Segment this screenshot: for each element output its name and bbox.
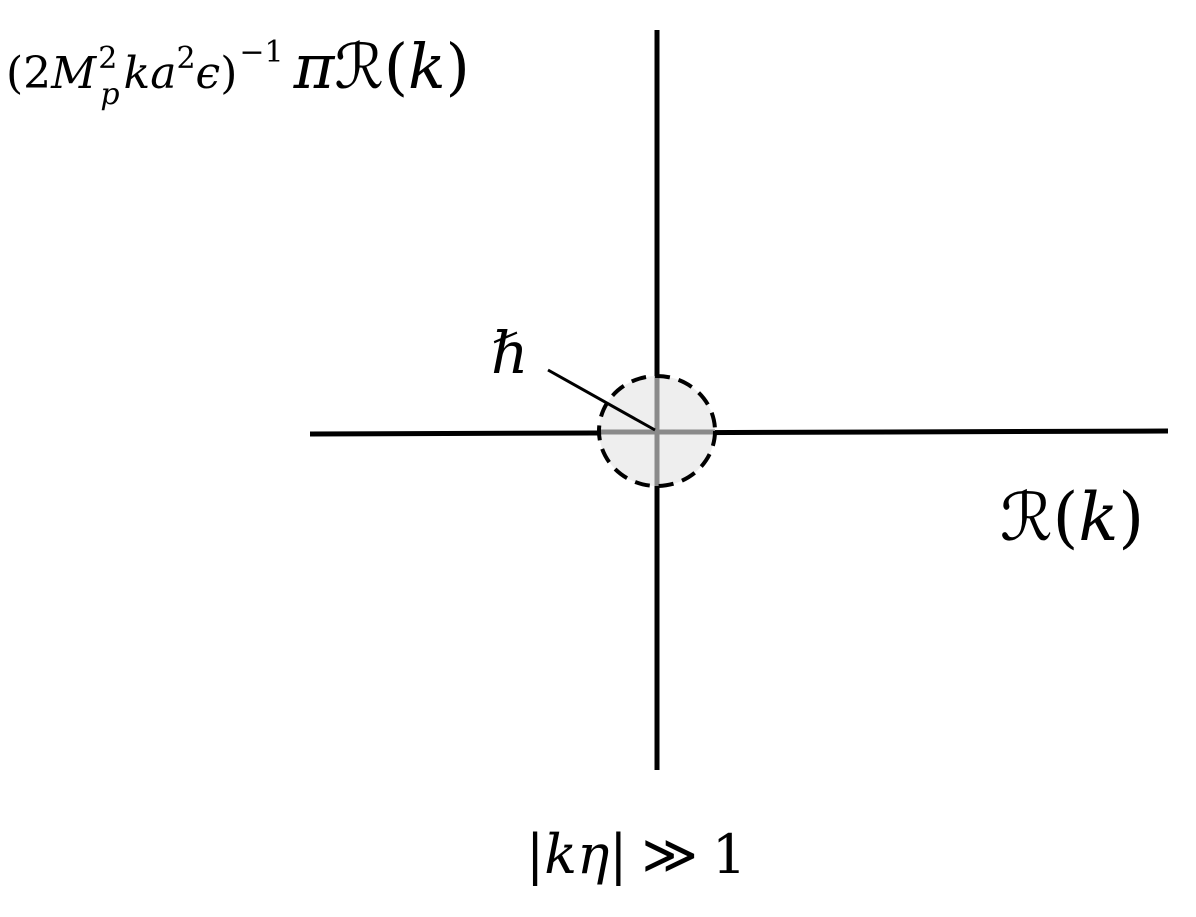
- x-label-arg-close: ): [1118, 479, 1144, 556]
- y-label-R: ℛ: [334, 30, 383, 103]
- y-label-close: ): [220, 48, 237, 99]
- y-label-exponent: −1: [239, 35, 283, 70]
- y-label-k: k: [124, 48, 151, 99]
- hbar-label: ℏ: [491, 319, 528, 387]
- y-label-arg-k: k: [408, 30, 446, 103]
- caption-eta: η: [577, 823, 609, 886]
- regime-caption: |kη|≫1: [526, 823, 746, 886]
- y-label-epsilon: ϵ: [196, 48, 221, 99]
- x-label-R: ℛ: [1000, 479, 1053, 556]
- hbar-leader-line: [547, 368, 656, 432]
- y-label-M: M: [50, 48, 97, 99]
- uncertainty-circle-outline: [597, 374, 717, 488]
- x-label-arg-k: k: [1078, 479, 1118, 556]
- y-label-arg-close: ): [446, 30, 470, 103]
- caption-bar-open: |: [526, 823, 544, 886]
- x-label-arg-open: (: [1053, 479, 1079, 556]
- horizontal-axis: [309, 428, 1169, 437]
- caption-relation: ≫: [642, 823, 699, 886]
- y-label-M-sup: 2: [98, 41, 117, 76]
- y-label-a: a: [150, 48, 176, 99]
- caption-bar-close: |: [609, 823, 627, 886]
- x-axis-label: ℛ(k): [1000, 479, 1144, 556]
- y-label-arg-open: (: [384, 30, 408, 103]
- caption-k: k: [544, 823, 577, 886]
- y-label-open: (2: [6, 48, 51, 99]
- y-label-a-sup: 2: [176, 41, 195, 76]
- caption-value: 1: [712, 823, 746, 886]
- y-label-M-sub: p: [100, 77, 119, 112]
- y-label-pi: π: [293, 30, 336, 103]
